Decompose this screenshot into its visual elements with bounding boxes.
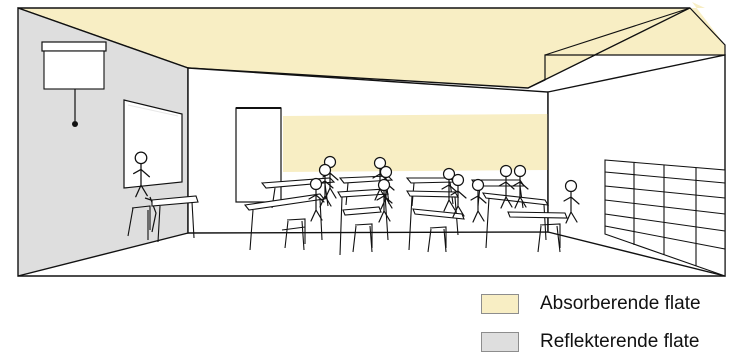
legend-label-reflecting: Reflekterende flate <box>540 330 700 354</box>
classroom-illustration <box>0 0 734 290</box>
reflecting-swatch <box>481 332 519 352</box>
door <box>236 108 281 202</box>
whiteboard <box>124 100 182 188</box>
back-wall-absorbing-panel <box>283 114 548 172</box>
legend-label-absorbing: Absorberende flate <box>540 292 701 316</box>
absorbing-swatch <box>481 294 519 314</box>
